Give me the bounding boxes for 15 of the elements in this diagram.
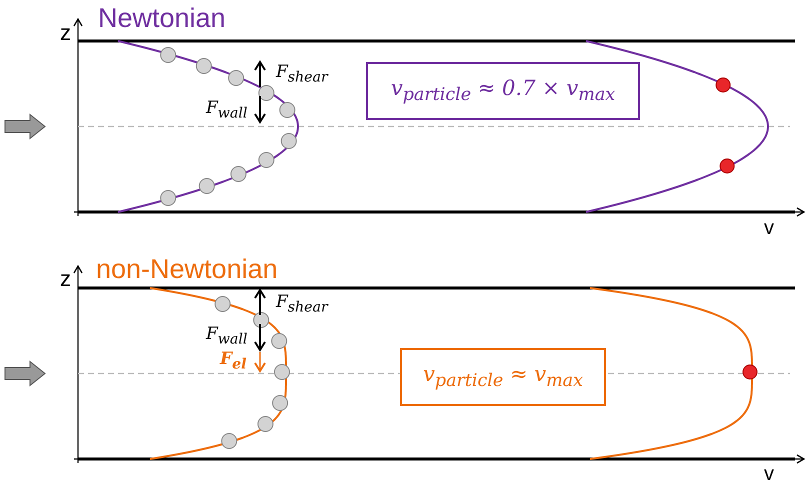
force-label: F$_{wall}$ [206,100,248,121]
axis-label: v [764,464,774,484]
formula-box [400,348,606,406]
axis-label: z [60,268,71,290]
axis-label: z [60,22,71,44]
axis-label: v [764,218,774,238]
force-label: F$_{shear}$ [276,64,328,85]
formula-text: v$_{particle}$ ≈ v$_{max}$ [423,362,583,392]
force-label: F$_{wall}$ [206,326,248,347]
panel-title: non-Newtonian [96,256,278,283]
formula-text: v$_{particle}$ ≈ 0.7 × v$_{max}$ [390,76,616,106]
formula-box [366,62,640,120]
force-label: F$_{el}$ [220,351,246,372]
panel-title: Newtonian [98,5,226,32]
force-label: F$_{shear}$ [276,294,328,315]
